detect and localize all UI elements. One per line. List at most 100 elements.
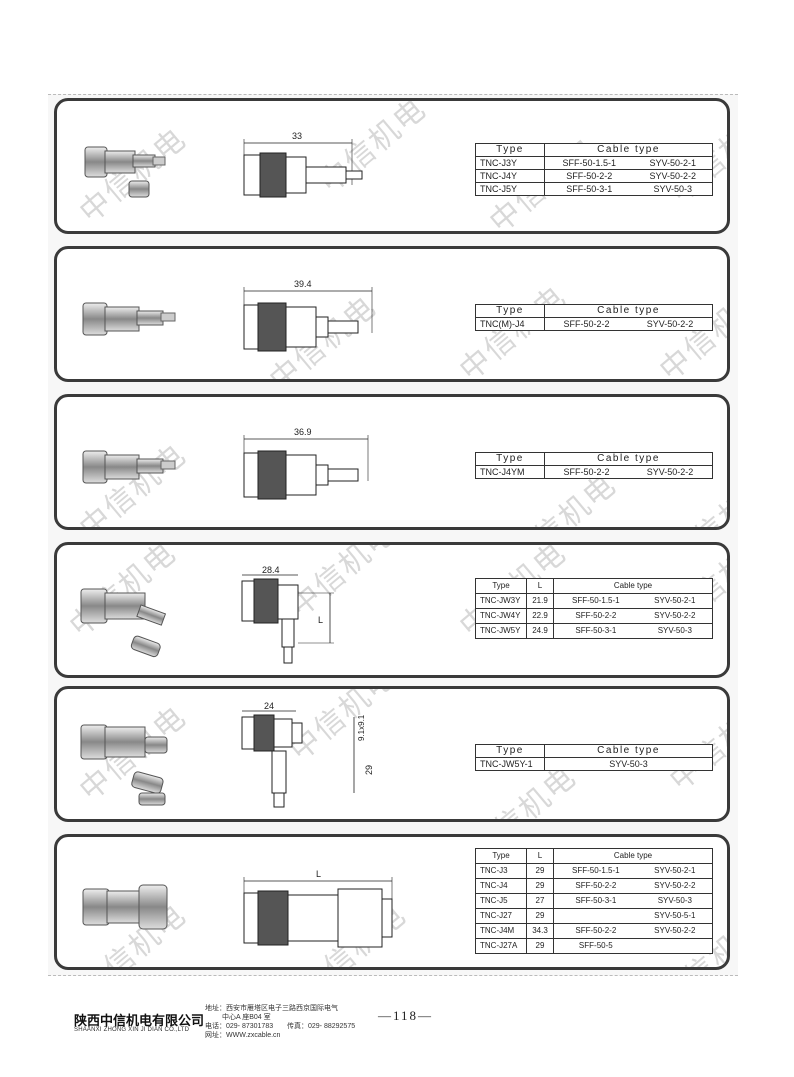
cable-cell: SFF-50-3-1 (543, 182, 634, 196)
product-panel-2: 中信机电 中信机电 中信机电 39.4 Type Cable type TNC(… (54, 246, 730, 382)
column-header: Type (475, 452, 545, 466)
column-header: L (526, 848, 554, 864)
cable-cell (552, 908, 638, 924)
website-line: 网址：WWW.zxcable.cn (205, 1032, 281, 1039)
length-cell: 29 (526, 878, 554, 894)
type-cell: TNC-J4 (475, 878, 527, 894)
dimension-drawing: 28.4 L (241, 565, 334, 664)
cable-cell: SYV-50-2-2 (628, 317, 714, 331)
column-header: Cable type (544, 452, 713, 466)
type-cell: TNC-JW5Y (475, 623, 527, 639)
cable-cell: SFF-50-3-1 (552, 893, 638, 909)
cable-cell (637, 938, 713, 954)
dimension-label: 36.9 (294, 427, 312, 437)
type-cell: TNC(M)-J4 (475, 317, 545, 331)
dimension-label: 28.4 (262, 565, 280, 575)
page-number: —118— (378, 1008, 434, 1023)
cable-cell: SYV-50-2-1 (633, 156, 713, 170)
dimension-drawing: L (243, 869, 393, 948)
length-cell: 24.9 (526, 623, 554, 639)
connector-photo (80, 588, 167, 658)
type-cell: TNC-J5Y (475, 182, 545, 196)
company-name-cn: 陕西中信机电有限公司 (74, 1013, 205, 1028)
type-cell: TNC-J3 (475, 863, 527, 879)
cable-cell: SYV-50-2-2 (637, 923, 713, 939)
type-cell: TNC-J4M (475, 923, 527, 939)
length-cell: 29 (526, 908, 554, 924)
cable-cell: SFF-50-5 (552, 938, 638, 954)
column-header: L (526, 578, 554, 594)
type-cell: TNC-JW3Y (475, 593, 527, 609)
connector-photo (84, 146, 166, 198)
cable-cell: SYV-50-2-2 (637, 608, 713, 624)
watermark: 中信机电 (658, 689, 727, 799)
address-line-2: 中心A 座B04 室 (222, 1014, 271, 1021)
dimension-label: 24 (264, 701, 274, 711)
column-header: Type (475, 848, 527, 864)
connector-photo (82, 450, 176, 484)
connector-photo (80, 724, 168, 806)
cable-cell: SYV-50-5-1 (637, 908, 713, 924)
type-cell: TNC-J27 (475, 908, 527, 924)
cable-cell: SFF-50-1.5-1 (543, 156, 634, 170)
column-header: Type (475, 744, 545, 758)
cable-cell: SYV-50-2-2 (633, 169, 713, 183)
catalog-sheet (48, 94, 738, 976)
dimension-label: L (316, 869, 321, 879)
cable-cell: SFF-50-2-2 (552, 608, 638, 624)
cable-cell: SYV-50-3 (544, 757, 713, 771)
length-cell: 21.9 (526, 593, 554, 609)
column-header: Type (475, 578, 527, 594)
dimension-drawing: 33 (243, 131, 363, 198)
cable-cell: SFF-50-2-2 (544, 317, 629, 331)
length-cell: 27 (526, 893, 554, 909)
length-cell: 22.9 (526, 608, 554, 624)
dimension-label: 33 (292, 131, 302, 141)
type-cell: TNC-J4Y (475, 169, 545, 183)
column-header: Cable type (544, 744, 713, 758)
cable-cell: SYV-50-2-1 (637, 863, 713, 879)
product-panel-3: 中信机电 中信机电 中信机电 36.9 Type Cable type TNC-… (54, 394, 730, 530)
column-header: Cable type (553, 578, 713, 594)
cable-cell: SFF-50-1.5-1 (552, 593, 638, 609)
type-cell: TNC-J4YM (475, 465, 545, 479)
length-cell: 29 (526, 863, 554, 879)
product-panel-5: 中信机电 中信机电 中信机电 中信机电 24 29 9.1x9.1 Type C… (54, 686, 730, 822)
cable-cell: SYV-50-3 (637, 623, 713, 639)
type-cell: TNC-JW5Y-1 (475, 757, 545, 771)
type-cell: TNC-JW4Y (475, 608, 527, 624)
cable-cell: SYV-50-2-2 (628, 465, 714, 479)
company-name-en: SHAANXI ZHONG XIN JI DIAN CO.,LTD (74, 1027, 190, 1033)
column-header: Cable type (544, 304, 713, 318)
type-cell: TNC-J3Y (475, 156, 545, 170)
dimension-drawing: 39.4 (243, 279, 373, 352)
product-panel-4: 中信机电 中信机电 中信机电 中信机电 28.4 L Type L Cable … (54, 542, 730, 678)
column-header: Cable type (544, 143, 713, 157)
dimension-drawing: 36.9 (243, 427, 369, 500)
dimension-v2-label: 9.1x9.1 (357, 714, 366, 741)
product-panel-1: 中信机电 中信机电 中信机电 中信机电 33 Type Cable type T… (54, 98, 730, 234)
length-cell: 29 (526, 938, 554, 954)
dimension-drawing: 24 29 9.1x9.1 (241, 701, 374, 808)
length-cell: 34.3 (526, 923, 554, 939)
cable-cell: SFF-50-2-2 (552, 923, 638, 939)
cable-cell: SFF-50-2-2 (544, 465, 629, 479)
phone-line: 电话：029- 87301783 (205, 1023, 274, 1030)
cable-cell: SYV-50-2-2 (637, 878, 713, 894)
